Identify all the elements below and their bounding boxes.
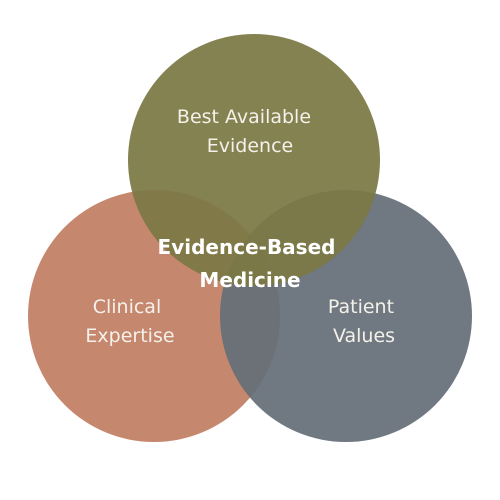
- clinical-label-line-1: Clinical: [93, 296, 162, 318]
- clinical-expertise-label: Clinical Expertise: [85, 296, 174, 347]
- evidence-label-line-2: Evidence: [207, 135, 293, 157]
- center-label-line-2: Medicine: [199, 268, 300, 292]
- evidence-label-line-1: Best Available: [177, 106, 311, 128]
- best-available-evidence-circle: [128, 34, 380, 286]
- clinical-label-line-2: Expertise: [85, 325, 174, 347]
- center-label-line-1: Evidence-Based: [158, 235, 336, 259]
- center-label: Evidence-Based Medicine: [158, 235, 343, 292]
- evidence-label: Best Available Evidence: [177, 106, 317, 157]
- patient-label-line-2: Values: [333, 325, 395, 347]
- patient-label-line-1: Patient: [328, 296, 394, 318]
- patient-values-label: Patient Values: [328, 296, 400, 347]
